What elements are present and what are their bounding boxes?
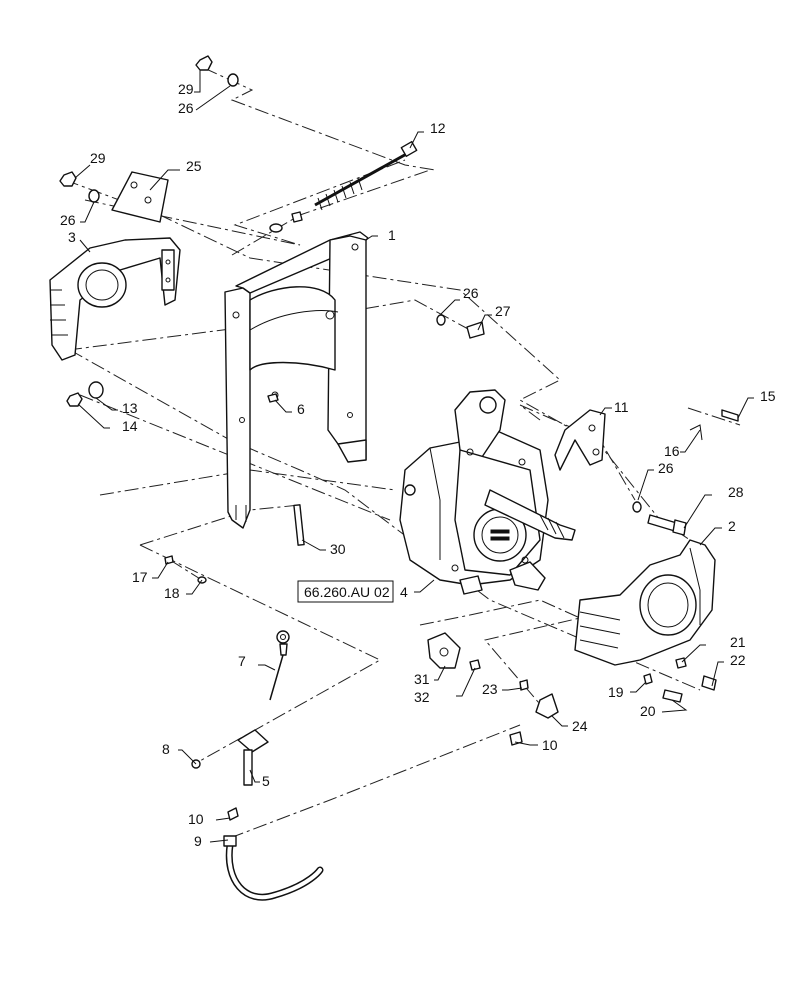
callout-25: 25 <box>186 158 202 174</box>
callout-29-top: 29 <box>178 81 194 97</box>
callout-31: 31 <box>414 671 430 687</box>
callout-3: 3 <box>68 229 76 245</box>
callout-28: 28 <box>728 484 744 500</box>
callout-20: 20 <box>640 703 656 719</box>
callout-29-left: 29 <box>90 150 106 166</box>
callout-17: 17 <box>132 569 148 585</box>
callout-1: 1 <box>388 227 396 243</box>
washer-nut-set-top <box>269 211 303 233</box>
reference-box[interactable]: 66.260.AU 02 <box>297 580 394 603</box>
bolt-6 <box>267 393 279 403</box>
callout-23: 23 <box>482 681 498 697</box>
callout-labels: 29 26 29 26 25 12 1 3 26 27 13 14 6 11 1… <box>60 81 776 849</box>
bolt-15-spring-16 <box>689 409 739 441</box>
callout-5: 5 <box>262 773 270 789</box>
callout-26-top: 26 <box>178 100 194 116</box>
pin-30 <box>293 504 305 546</box>
callout-22: 22 <box>730 652 746 668</box>
callout-2: 2 <box>728 518 736 534</box>
tube-5 <box>237 729 269 786</box>
callout-15: 15 <box>760 388 776 404</box>
callout-26-mid: 26 <box>463 285 479 301</box>
callout-13: 13 <box>122 400 138 416</box>
plate-11 <box>554 409 606 471</box>
callout-14: 14 <box>122 418 138 434</box>
plate-25 <box>111 171 169 223</box>
callout-26-left: 26 <box>60 212 76 228</box>
mounting-frame <box>224 231 369 529</box>
hardware-19-22 <box>643 657 717 703</box>
callout-32: 32 <box>414 689 430 705</box>
callout-19: 19 <box>608 684 624 700</box>
callout-4: 4 <box>400 584 408 600</box>
callout-24: 24 <box>572 718 588 734</box>
hose-9 <box>223 835 324 901</box>
dipstick <box>269 630 290 701</box>
callout-10-right: 10 <box>542 737 558 753</box>
callout-7: 7 <box>238 653 246 669</box>
callout-6: 6 <box>297 401 305 417</box>
callout-10-left: 10 <box>188 811 204 827</box>
callout-26-right: 26 <box>658 460 674 476</box>
callout-30: 30 <box>330 541 346 557</box>
right-cover <box>574 539 716 666</box>
callout-27: 27 <box>495 303 511 319</box>
callout-18: 18 <box>164 585 180 601</box>
washer-nut-13-14 <box>66 381 104 407</box>
left-bracket <box>49 237 181 361</box>
clamp-10-right <box>509 731 523 746</box>
washer-bolt-26-27 <box>436 314 485 339</box>
callout-21: 21 <box>730 634 746 650</box>
fitting-23-24 <box>519 679 559 719</box>
threaded-rod <box>314 140 418 211</box>
callout-11: 11 <box>614 399 629 415</box>
callout-9: 9 <box>194 833 202 849</box>
clamp-10-left <box>227 807 239 821</box>
gearbox <box>399 389 576 595</box>
callout-16: 16 <box>664 443 680 459</box>
washer-bolt-26-28 <box>632 501 687 536</box>
small-parts-17-18 <box>164 555 207 584</box>
leader-lines <box>74 70 754 843</box>
reference-link[interactable]: 66.260.AU 02 <box>304 584 390 600</box>
callout-12: 12 <box>430 120 446 136</box>
callout-8: 8 <box>162 741 170 757</box>
nut-29-top <box>195 55 239 87</box>
bracket-31-bolt-32 <box>427 632 481 671</box>
nut-29-left <box>59 171 100 203</box>
